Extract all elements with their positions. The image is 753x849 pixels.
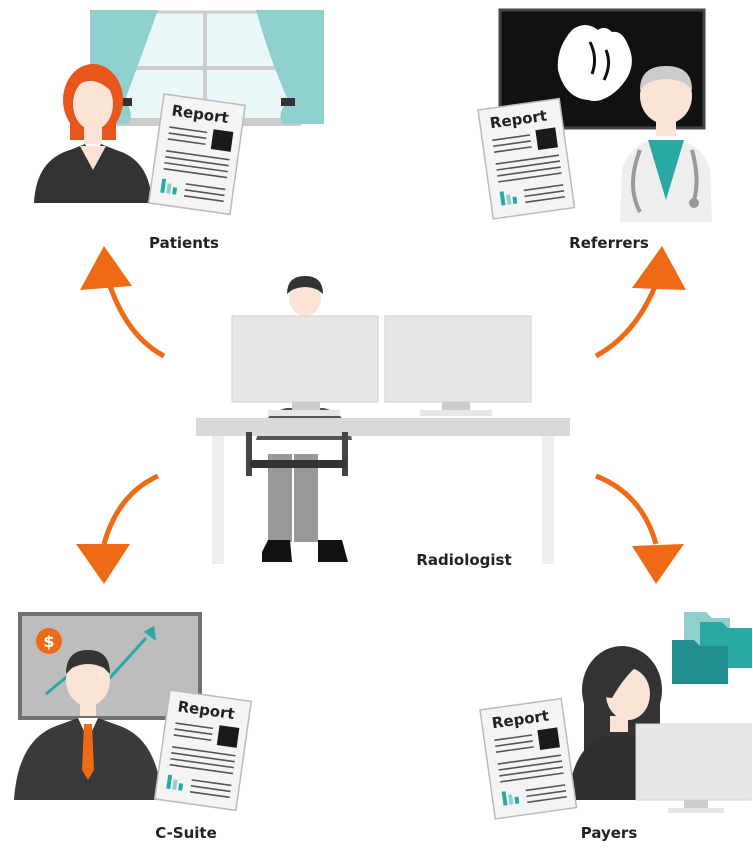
- arrow-to-c-suite: [76, 473, 160, 584]
- label-patients: Patients: [149, 234, 219, 252]
- report-document-referrers: Report: [477, 97, 576, 220]
- payers-node: Report Payers: [479, 612, 752, 842]
- arrow-to-patients: [80, 246, 166, 359]
- referrers-node: Report Referrers: [477, 8, 712, 252]
- label-radiologist: Radiologist: [416, 551, 511, 569]
- report-document-payers: Report: [479, 697, 578, 820]
- report-document-c-suite: Report: [153, 689, 253, 812]
- label-referrers: Referrers: [569, 234, 649, 252]
- tie-icon: [82, 724, 94, 780]
- referrer-doctor-avatar: [620, 66, 712, 222]
- label-payers: Payers: [581, 824, 638, 842]
- desk: [196, 418, 570, 564]
- workstation-monitors: [231, 315, 532, 416]
- arrow-to-referrers: [594, 246, 686, 359]
- patient-avatar: [34, 64, 152, 203]
- label-c-suite: C-Suite: [155, 824, 217, 842]
- c-suite-avatar: [14, 650, 162, 800]
- patients-node: Report Patients: [34, 10, 324, 252]
- arrow-to-payers: [595, 473, 684, 584]
- dollar-icon: [36, 628, 62, 654]
- radiologist-node: Radiologist: [196, 276, 570, 569]
- c-suite-node: $ Report C-Suite: [14, 612, 253, 842]
- folder-stack-icon: [672, 612, 752, 684]
- dollar-symbol: $: [43, 632, 54, 651]
- computer-monitor-icon: [635, 723, 752, 813]
- report-document-patients: Report: [147, 93, 247, 216]
